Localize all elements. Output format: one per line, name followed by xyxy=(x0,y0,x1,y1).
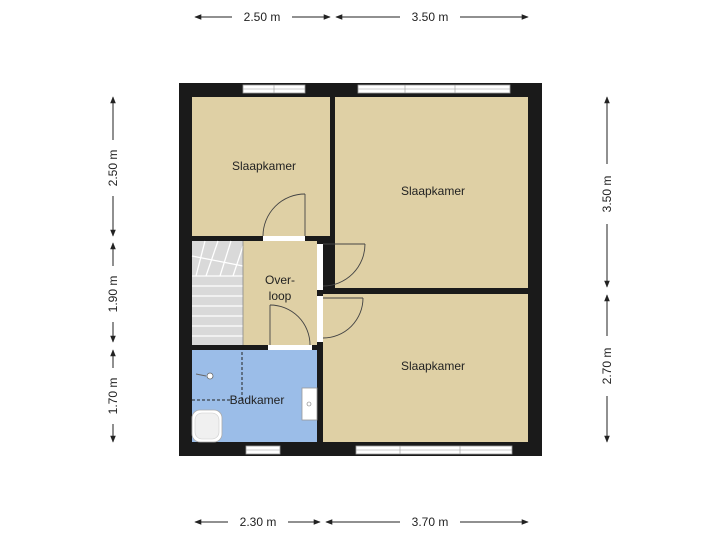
dim-top-left: 2.50 m xyxy=(244,10,281,24)
label-bedroom-top-left: Slaapkamer xyxy=(232,159,296,173)
bathtub-icon xyxy=(191,409,223,443)
dim-left-middle: 1.90 m xyxy=(106,276,120,313)
stairs-icon xyxy=(191,240,244,337)
room-bedroom-top-left xyxy=(192,97,330,236)
dim-right-bottom: 2.70 m xyxy=(600,348,614,385)
dim-left-top: 2.50 m xyxy=(106,150,120,187)
dimension-lines xyxy=(110,14,610,525)
dim-left-bottom: 1.70 m xyxy=(106,378,120,415)
room-bedroom-top-right xyxy=(335,97,528,288)
dim-bottom-left: 2.30 m xyxy=(240,515,277,529)
label-bedroom-top-right: Slaapkamer xyxy=(401,184,465,198)
shower-icon xyxy=(192,352,243,401)
dimension-labels: 2.50 m 3.50 m 2.30 m 3.70 m 2.50 m 1.90 … xyxy=(106,10,614,529)
room-labels: Slaapkamer Slaapkamer Over- loop Badkame… xyxy=(230,159,465,407)
door-swing-icon xyxy=(262,193,366,346)
stairs-area xyxy=(192,241,243,345)
label-bathroom: Badkamer xyxy=(230,393,285,407)
label-hallway-line2: loop xyxy=(269,289,292,303)
dim-bottom-right: 3.70 m xyxy=(412,515,449,529)
label-hallway-line1: Over- xyxy=(265,273,295,287)
door-gaps xyxy=(263,236,323,350)
dim-right-top: 3.50 m xyxy=(600,176,614,213)
window-lines xyxy=(243,85,512,454)
dim-top-right: 3.50 m xyxy=(412,10,449,24)
label-bedroom-bottom-right: Slaapkamer xyxy=(401,359,465,373)
sink-icon xyxy=(301,387,318,421)
